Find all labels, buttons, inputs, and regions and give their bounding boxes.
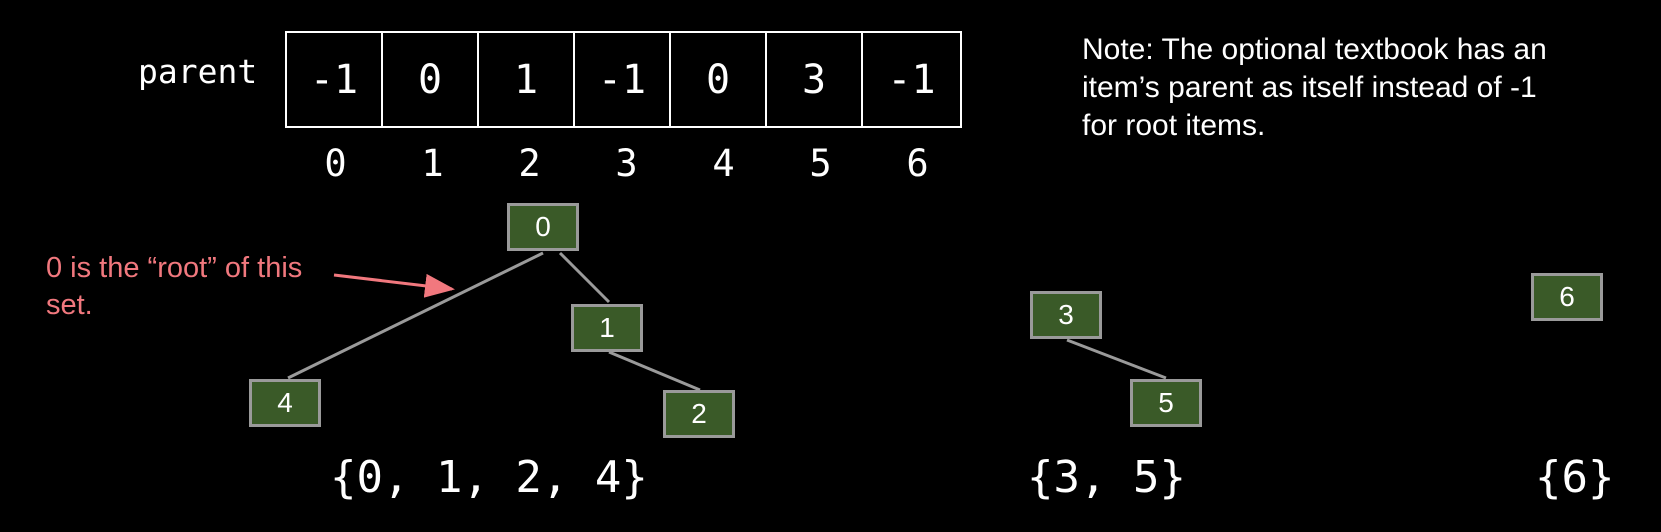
parent-cell-4: 0 [671, 33, 767, 126]
parent-array: -1 0 1 -1 0 3 -1 [285, 31, 962, 128]
edge-0-4 [287, 251, 544, 380]
parent-cell-0: -1 [287, 33, 383, 126]
node-6: 6 [1531, 273, 1603, 321]
root-callout: 0 is the “root” of this set. [46, 252, 303, 321]
node-4: 4 [249, 379, 321, 427]
index-label-1: 1 [421, 142, 444, 185]
array-label: parent [138, 52, 258, 91]
set-label-0124: {0, 1, 2, 4} [330, 452, 648, 503]
textbook-note: Note: The optional textbook has an item’… [1082, 33, 1547, 142]
node-3: 3 [1030, 291, 1102, 339]
parent-cell-1: 0 [383, 33, 479, 126]
set-label-35: {3, 5} [1027, 452, 1186, 503]
index-label-5: 5 [809, 142, 832, 185]
edge-0-1 [558, 251, 611, 304]
index-label-3: 3 [615, 142, 638, 185]
set-label-6: {6} [1535, 452, 1615, 503]
parent-cell-6: -1 [887, 56, 936, 103]
node-2: 2 [663, 390, 735, 438]
parent-cell-2: 1 [479, 33, 575, 126]
parent-cell-3: -1 [575, 33, 671, 126]
index-label-6: 6 [906, 142, 929, 185]
array-indices: 0 1 2 3 4 5 6 [287, 142, 966, 186]
index-label-0: 0 [324, 142, 347, 185]
node-5: 5 [1130, 379, 1202, 427]
node-0: 0 [507, 203, 579, 251]
parent-cell-5: 3 [767, 33, 863, 126]
node-1: 1 [571, 304, 643, 352]
edge-3-5 [1066, 338, 1167, 380]
index-label-4: 4 [712, 142, 735, 185]
edge-1-2 [608, 350, 701, 392]
callout-arrow [333, 273, 455, 298]
index-label-2: 2 [518, 142, 541, 185]
